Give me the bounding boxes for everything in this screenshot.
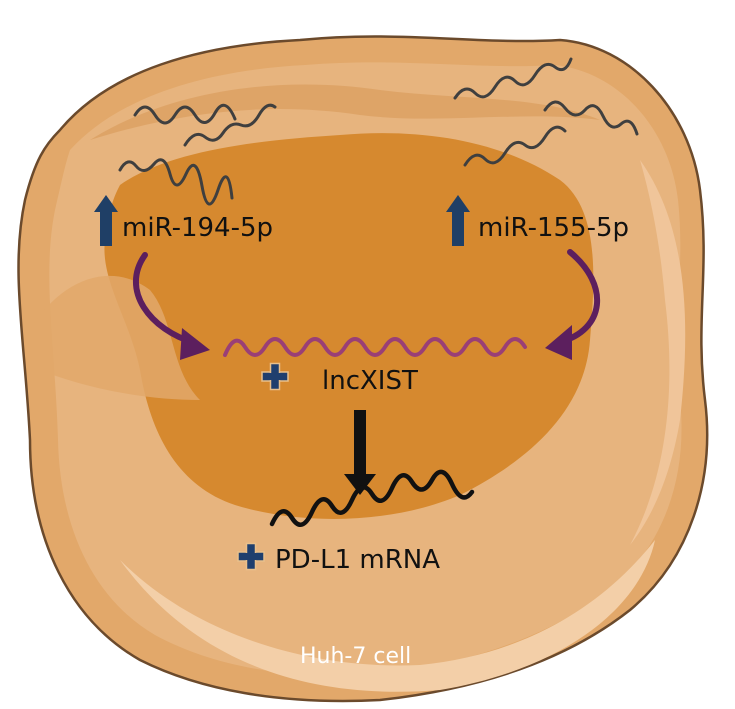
mir155-up-arrow-icon [446, 195, 470, 246]
mir194-label: miR-194-5p [122, 213, 273, 243]
lncxist-label: lncXIST [322, 366, 418, 396]
nucleus [104, 133, 594, 519]
mir155-strand-3 [543, 100, 639, 136]
cell-edge-highlight-right [630, 160, 686, 545]
mir194-up-arrow-icon [94, 195, 118, 246]
mir155-label: miR-155-5p [478, 213, 629, 243]
nucleus-left-fold [30, 275, 200, 400]
mir155-strand-1 [453, 57, 573, 100]
mir155-strands [453, 57, 639, 167]
pdl1-label: PD-L1 mRNA [275, 545, 440, 575]
mir194-inhibit-arrow [132, 252, 210, 360]
mir194-strands [118, 103, 277, 206]
cell-top-fold [90, 84, 600, 140]
mir155-strand-2 [463, 125, 567, 167]
cell-label: Huh-7 cell [300, 644, 411, 669]
lncxist-strand [223, 337, 527, 357]
down-arrow-icon [344, 410, 376, 495]
mir194-strand-2 [118, 158, 234, 206]
lncxist-plus-icon [261, 362, 289, 391]
mir194-strand-3 [183, 103, 277, 147]
huh7-cell [17, 35, 709, 703]
pdl1-mrna-strand [269, 469, 475, 527]
pdl1-plus-icon [237, 542, 265, 571]
mir194-strand-1 [133, 103, 237, 125]
mir155-inhibit-arrow [545, 249, 600, 360]
cell-edge-highlight [120, 540, 655, 692]
